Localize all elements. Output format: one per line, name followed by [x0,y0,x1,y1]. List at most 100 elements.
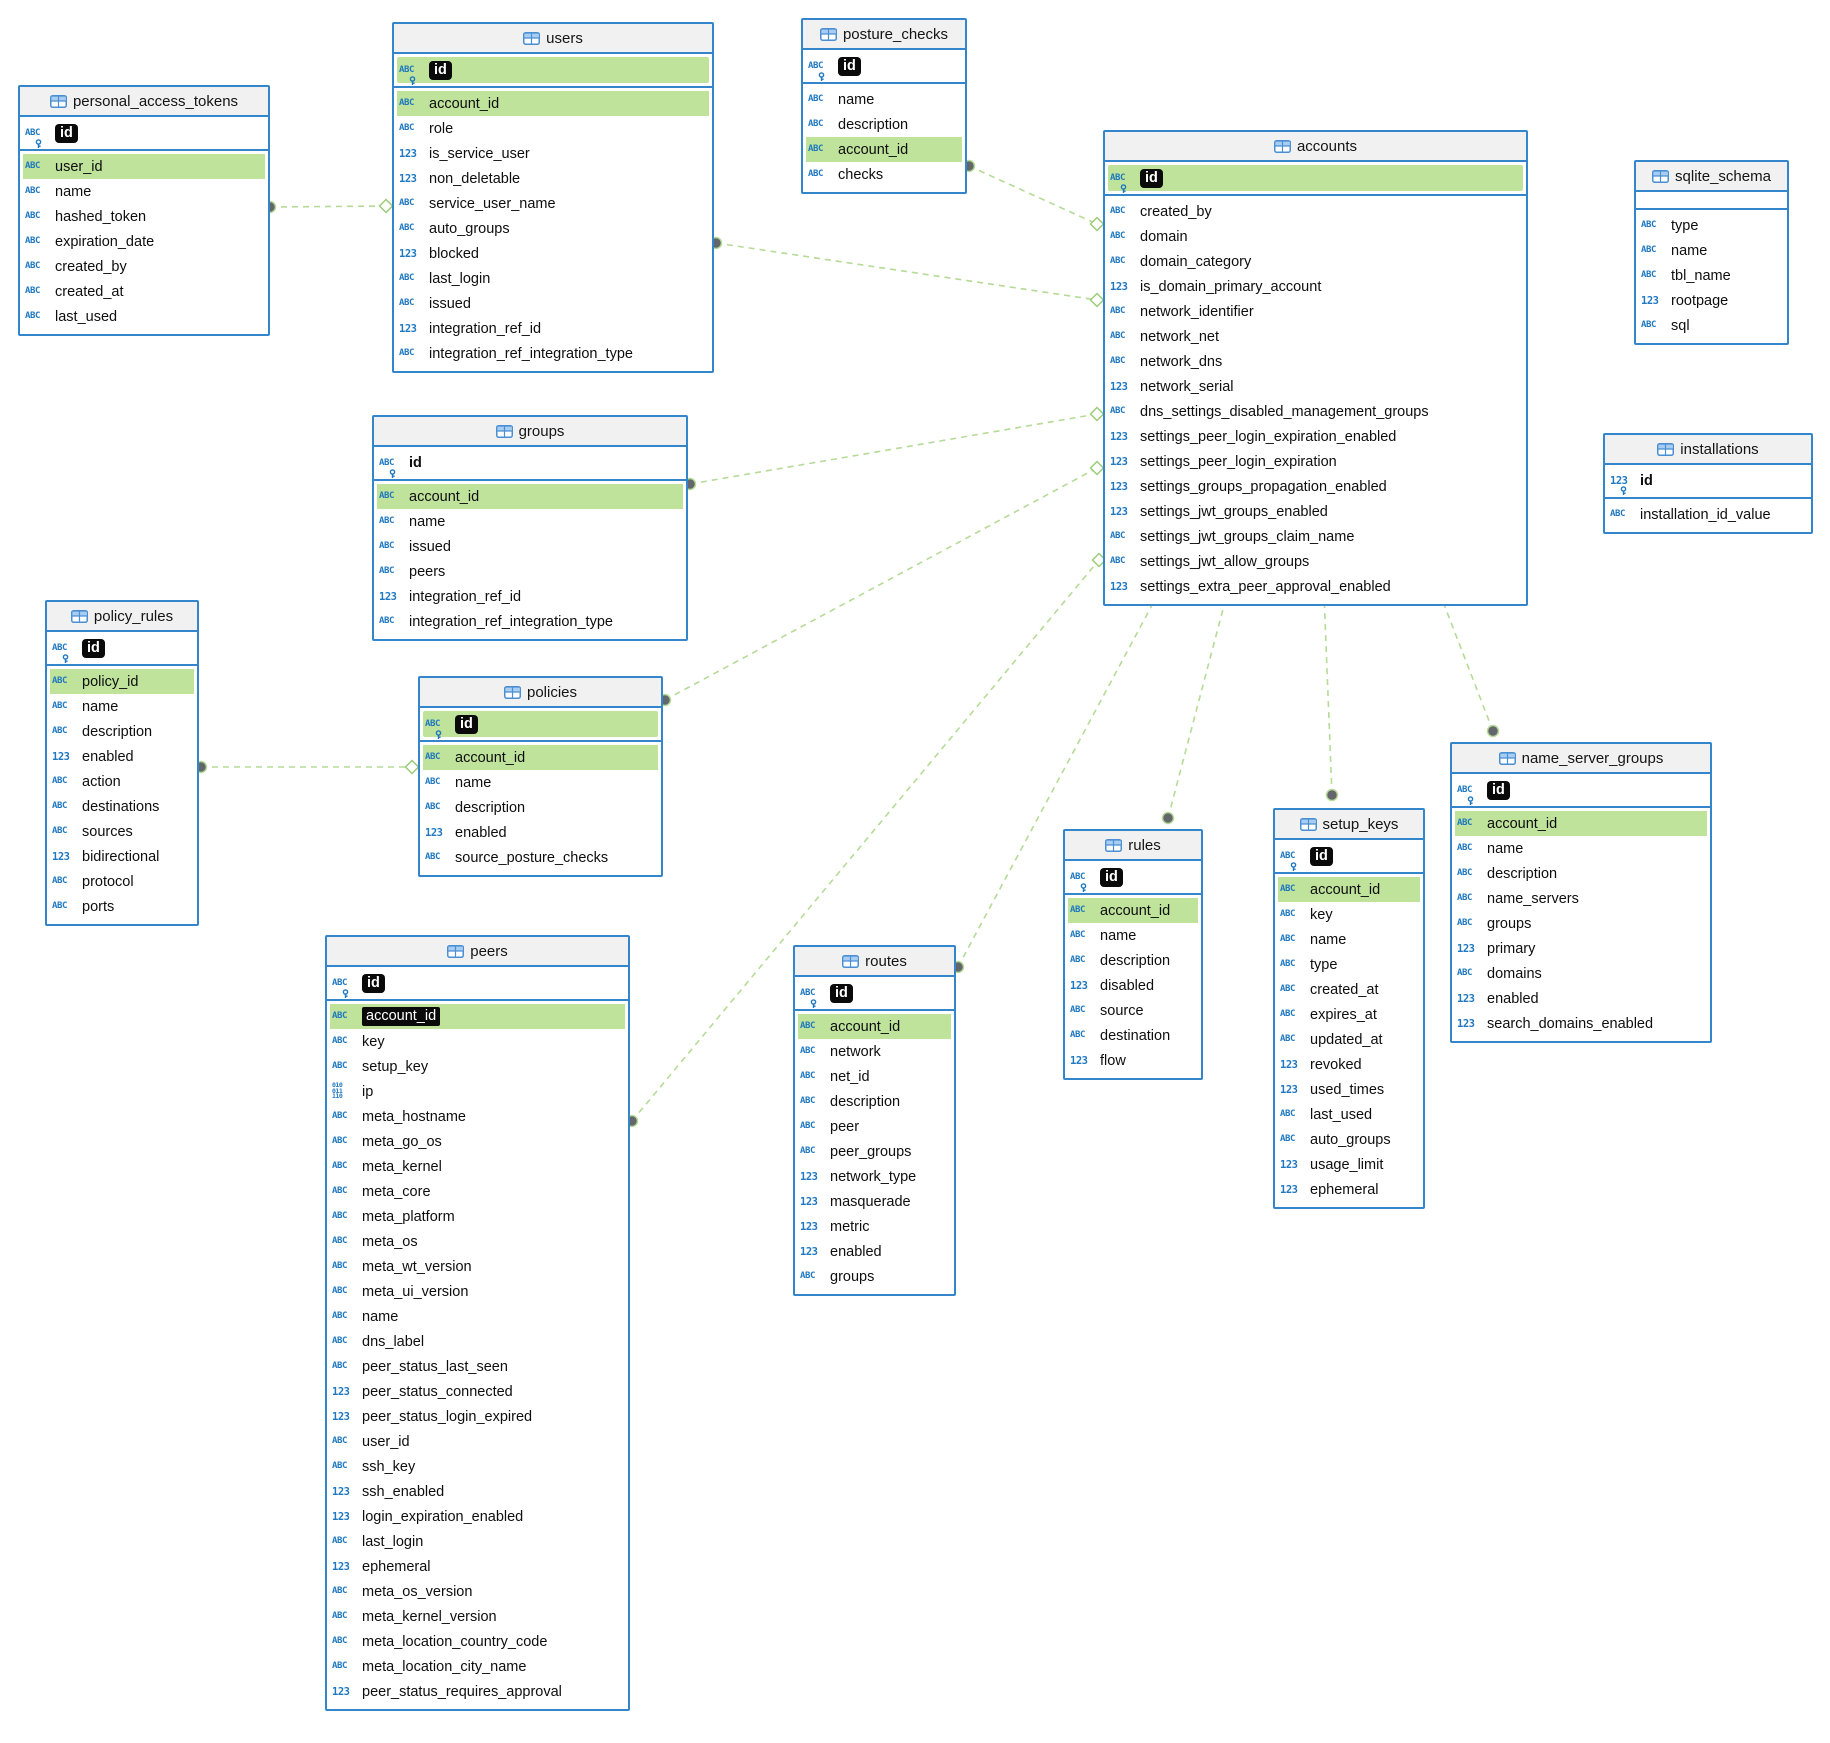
column-row[interactable]: ABClast_login [397,266,709,291]
column-row[interactable]: ABCname [1278,927,1420,952]
column-row[interactable]: ABCname [1455,836,1707,861]
column-row[interactable]: ABCuser_id [23,154,265,179]
table-sqlite_schema[interactable]: sqlite_schemaABCtypeABCnameABCtbl_name12… [1634,160,1789,345]
column-row[interactable]: ABCkey [330,1029,625,1054]
column-row[interactable]: 123ssh_enabled [330,1479,625,1504]
column-row[interactable]: 123blocked [397,241,709,266]
table-peers[interactable]: peersABCidABCaccount_idABCkeyABCsetup_ke… [325,935,630,1711]
table-policies[interactable]: policiesABCidABCaccount_idABCnameABCdesc… [418,676,663,877]
column-row[interactable]: ABCuser_id [330,1429,625,1454]
column-row[interactable]: ABCaccount_id [330,1004,625,1029]
column-row[interactable]: ABCname [377,509,683,534]
column-row[interactable]: 123rootpage [1639,288,1784,313]
column-row[interactable]: ABCname [1068,923,1198,948]
column-row[interactable]: ABCaccount_id [806,137,962,162]
column-row[interactable]: ABCupdated_at [1278,1027,1420,1052]
column-row[interactable]: ABCmeta_go_os [330,1129,625,1154]
column-row[interactable]: 123is_domain_primary_account [1108,274,1523,299]
column-row[interactable]: ABCdescription [423,795,658,820]
pk-row[interactable]: ABCid [423,711,658,739]
column-row[interactable]: 123peer_status_requires_approval [330,1679,625,1704]
column-row[interactable]: ABCkey [1278,902,1420,927]
column-row[interactable]: 123settings_jwt_groups_enabled [1108,499,1523,524]
column-row[interactable]: ABCsources [50,819,194,844]
column-row[interactable]: ABCsql [1639,313,1784,338]
column-row[interactable]: ABCaccount_id [1278,877,1420,902]
column-row[interactable]: ABCnetwork [798,1039,951,1064]
column-row[interactable]: ABCdescription [806,112,962,137]
column-row[interactable]: ABCdns_settings_disabled_management_grou… [1108,399,1523,424]
column-row[interactable]: 123peer_status_login_expired [330,1404,625,1429]
column-row[interactable]: 123search_domains_enabled [1455,1011,1707,1036]
table-users[interactable]: usersABCidABCaccount_idABCrole123is_serv… [392,22,714,373]
column-row[interactable]: 123integration_ref_id [397,316,709,341]
column-row[interactable]: 123metric [798,1214,951,1239]
column-row[interactable]: ABCrole [397,116,709,141]
column-row[interactable]: ABCmeta_core [330,1179,625,1204]
column-row[interactable]: ABCdescription [50,719,194,744]
column-row[interactable]: ABCdns_label [330,1329,625,1354]
column-row[interactable]: ABCmeta_ui_version [330,1279,625,1304]
column-row[interactable]: 123used_times [1278,1077,1420,1102]
table-accounts[interactable]: accountsABCidABCcreated_byABCdomainABCdo… [1103,130,1528,606]
column-row[interactable]: ABCsource [1068,998,1198,1023]
table-groups[interactable]: groupsABCidABCaccount_idABCnameABCissued… [372,415,688,641]
pk-row[interactable]: ABCid [23,120,265,148]
column-row[interactable]: ABCintegration_ref_integration_type [377,609,683,634]
column-row[interactable]: ABCaccount_id [397,91,709,116]
column-row[interactable]: ABCmeta_hostname [330,1104,625,1129]
column-row[interactable]: ABCname [330,1304,625,1329]
column-row[interactable]: ABClast_used [23,304,265,329]
column-row[interactable]: ABCchecks [806,162,962,187]
column-row[interactable]: ABCcreated_by [23,254,265,279]
column-row[interactable]: ABCpolicy_id [50,669,194,694]
pk-row[interactable]: ABCid [397,57,709,85]
column-row[interactable]: ABCtype [1278,952,1420,977]
column-row[interactable]: ABCname [423,770,658,795]
column-row[interactable]: ABCaccount_id [798,1014,951,1039]
column-row[interactable]: ABCmeta_wt_version [330,1254,625,1279]
column-row[interactable]: ABCdestination [1068,1023,1198,1048]
table-posture_checks[interactable]: posture_checksABCidABCnameABCdescription… [801,18,967,194]
column-row[interactable]: ABCaccount_id [423,745,658,770]
column-row[interactable]: ABClast_login [330,1529,625,1554]
column-row[interactable]: ABCsettings_jwt_allow_groups [1108,549,1523,574]
column-row[interactable]: ABCmeta_kernel [330,1154,625,1179]
column-row[interactable]: ABCnetwork_dns [1108,349,1523,374]
column-row[interactable]: 123disabled [1068,973,1198,998]
column-row[interactable]: ABCsetup_key [330,1054,625,1079]
column-row[interactable]: ABCgroups [798,1264,951,1289]
column-row[interactable]: 123peer_status_connected [330,1379,625,1404]
table-setup_keys[interactable]: setup_keysABCidABCaccount_idABCkeyABCnam… [1273,808,1425,1209]
column-row[interactable]: ABClast_used [1278,1102,1420,1127]
column-row[interactable]: ABCsource_posture_checks [423,845,658,870]
table-policy_rules[interactable]: policy_rulesABCidABCpolicy_idABCnameABCd… [45,600,199,926]
column-row[interactable]: 123revoked [1278,1052,1420,1077]
column-row[interactable]: ABCnetwork_net [1108,324,1523,349]
column-row[interactable]: ABCexpiration_date [23,229,265,254]
column-row[interactable]: ABCname [23,179,265,204]
column-row[interactable]: 123primary [1455,936,1707,961]
column-row[interactable]: ABCissued [397,291,709,316]
table-name_server_groups[interactable]: name_server_groupsABCidABCaccount_idABCn… [1450,742,1712,1043]
column-row[interactable]: ABCintegration_ref_integration_type [397,341,709,366]
column-row[interactable]: ABCssh_key [330,1454,625,1479]
column-row[interactable]: ABCcreated_at [1278,977,1420,1002]
column-row[interactable]: ABCnet_id [798,1064,951,1089]
column-row[interactable]: ABCdescription [798,1089,951,1114]
pk-row[interactable]: ABCid [330,970,625,998]
column-row[interactable]: ABCprotocol [50,869,194,894]
column-row[interactable]: 123flow [1068,1048,1198,1073]
column-row[interactable]: 123is_service_user [397,141,709,166]
column-row[interactable]: 123login_expiration_enabled [330,1504,625,1529]
column-row[interactable]: 123integration_ref_id [377,584,683,609]
column-row[interactable]: 123settings_peer_login_expiration_enable… [1108,424,1523,449]
column-row[interactable]: 123network_serial [1108,374,1523,399]
column-row[interactable]: ABCdescription [1068,948,1198,973]
column-row[interactable]: 123masquerade [798,1189,951,1214]
column-row[interactable]: ABCpeers [377,559,683,584]
table-rules[interactable]: rulesABCidABCaccount_idABCnameABCdescrip… [1063,829,1203,1080]
pk-row[interactable]: ABCid [806,53,962,81]
column-row[interactable]: ABCnetwork_identifier [1108,299,1523,324]
column-row[interactable]: ABCdestinations [50,794,194,819]
